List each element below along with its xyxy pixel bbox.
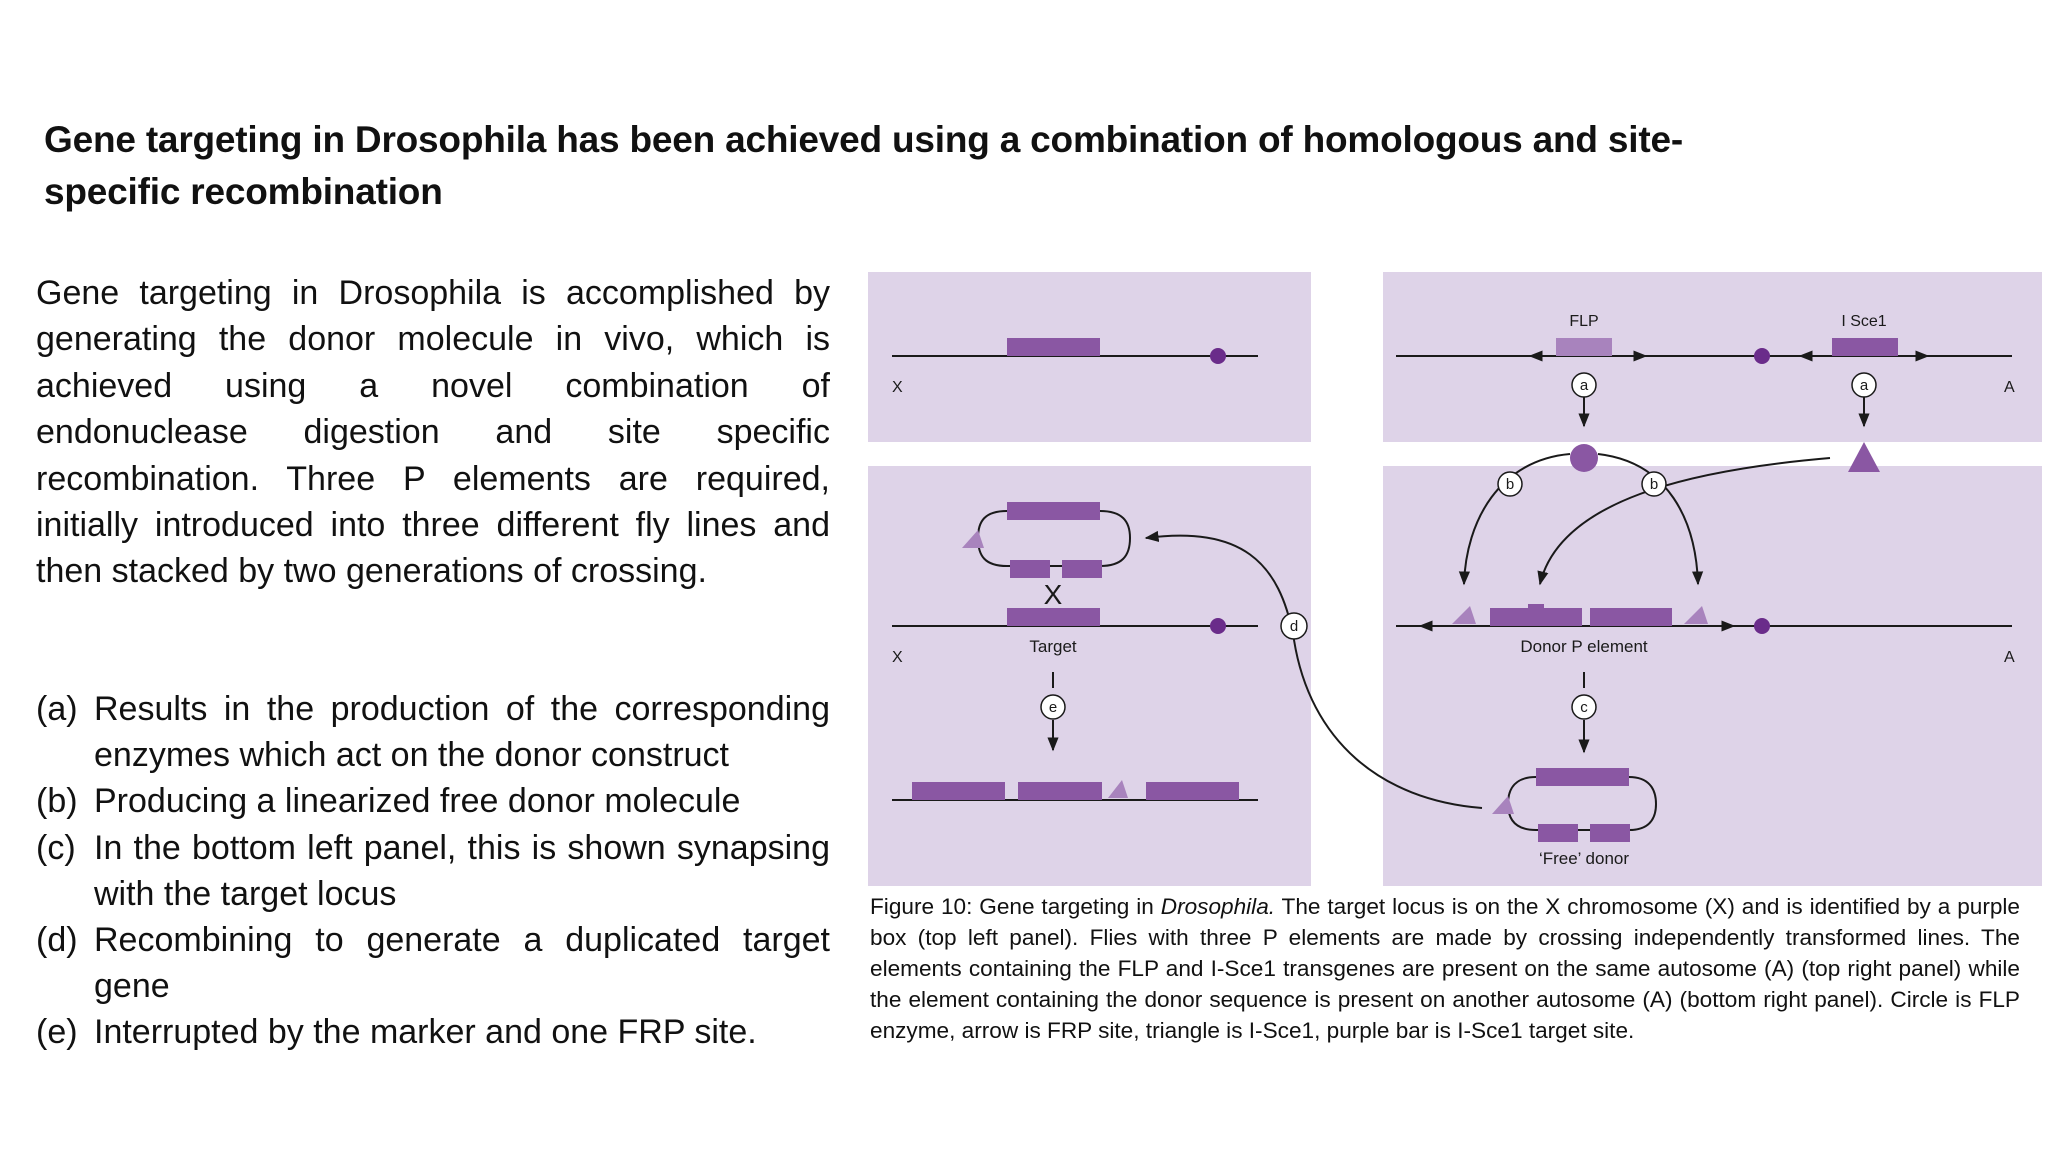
chromosome-x-label: X [892, 649, 903, 666]
step-marker: (b) [36, 782, 78, 821]
list-item: (b) Producing a linearized free donor mol… [36, 778, 830, 824]
steps-list: (a) Results in the production of the corr… [36, 686, 830, 1056]
list-item: (c) In the bottom left panel, this is sho… [36, 825, 830, 917]
step-e-label: e [1049, 699, 1057, 716]
list-item: (d) Recombining to generate a duplicated … [36, 917, 830, 1009]
list-item: (e) Interrupted by the marker and one FRP… [36, 1009, 830, 1055]
duplicated-target-box [1018, 782, 1102, 800]
isce1-label: I Sce1 [1841, 313, 1886, 330]
flp-gene-box [1556, 338, 1612, 356]
duplicated-target-box [912, 782, 1005, 800]
donor-p-element-label: Donor P element [1520, 637, 1648, 656]
caption-body: The target locus is on the X chromosome … [870, 894, 2020, 1043]
step-text: Results in the production of the corresp… [94, 690, 830, 775]
donor-box [1590, 608, 1672, 626]
centromere [1210, 348, 1226, 364]
panel-bottom-right: Donor P element A b b c ‘Free’ donor [1383, 442, 2042, 886]
duplicated-target-box [1146, 782, 1239, 800]
panel-top-left: X [868, 272, 1311, 442]
autosome-a-label: A [2004, 379, 2015, 396]
step-marker: (c) [36, 828, 76, 867]
step-marker: (a) [36, 690, 78, 728]
target-gene-box [1007, 608, 1100, 626]
isce1-triangle [1848, 442, 1880, 472]
target-gene-box [1007, 338, 1100, 356]
panel-top-right: FLP I Sce1 A [1383, 272, 2042, 442]
step-d-label: d [1290, 618, 1298, 635]
caption-species: Drosophila. [1160, 894, 1276, 919]
intro-paragraph: Gene targeting in Drosophila is accompli… [36, 274, 830, 591]
free-donor-label: ‘Free’ donor [1539, 849, 1629, 868]
flp-enzyme-circle [1570, 444, 1598, 472]
step-marker: (e) [36, 1013, 78, 1052]
panel-bottom-left: X X Target e [868, 466, 1311, 886]
chromosome-x-label: X [892, 379, 903, 396]
step-a-arrows: a a [1571, 372, 1877, 428]
step-d-arrow: d [1144, 530, 1483, 809]
step-b-label: b [1650, 476, 1658, 493]
crossover-symbol: X [1044, 579, 1063, 610]
isce1-gene-box [1832, 338, 1898, 356]
free-donor-box [1536, 768, 1629, 786]
centromere [1210, 618, 1226, 634]
step-a-label: a [1580, 377, 1589, 394]
step-text: Producing a linearized free donor molecu… [94, 782, 741, 821]
centromere [1754, 618, 1770, 634]
step-c-label: c [1580, 699, 1588, 716]
caption-prefix: Figure 10: Gene targeting in [870, 894, 1161, 919]
step-text: In the bottom left panel, this is shown … [94, 828, 830, 913]
flp-label: FLP [1569, 313, 1598, 330]
step-text: Interrupted by the marker and one FRP si… [94, 1013, 757, 1052]
slide-title: Gene targeting in Drosophila has been ac… [44, 119, 1683, 212]
step-b-label: b [1506, 476, 1514, 493]
step-text: Recombining to generate a duplicated tar… [94, 921, 830, 1006]
figure-caption: Figure 10: Gene targeting in Drosophila.… [870, 891, 2020, 1046]
step-a-label: a [1860, 377, 1869, 394]
step-marker: (d) [36, 921, 78, 960]
centromere [1754, 348, 1770, 364]
list-item: (a) Results in the production of the corr… [36, 686, 830, 778]
target-label: Target [1029, 637, 1077, 656]
gene-targeting-figure: X FLP I Sce1 A X X Target e [868, 272, 2042, 886]
autosome-a-label: A [2004, 649, 2015, 666]
